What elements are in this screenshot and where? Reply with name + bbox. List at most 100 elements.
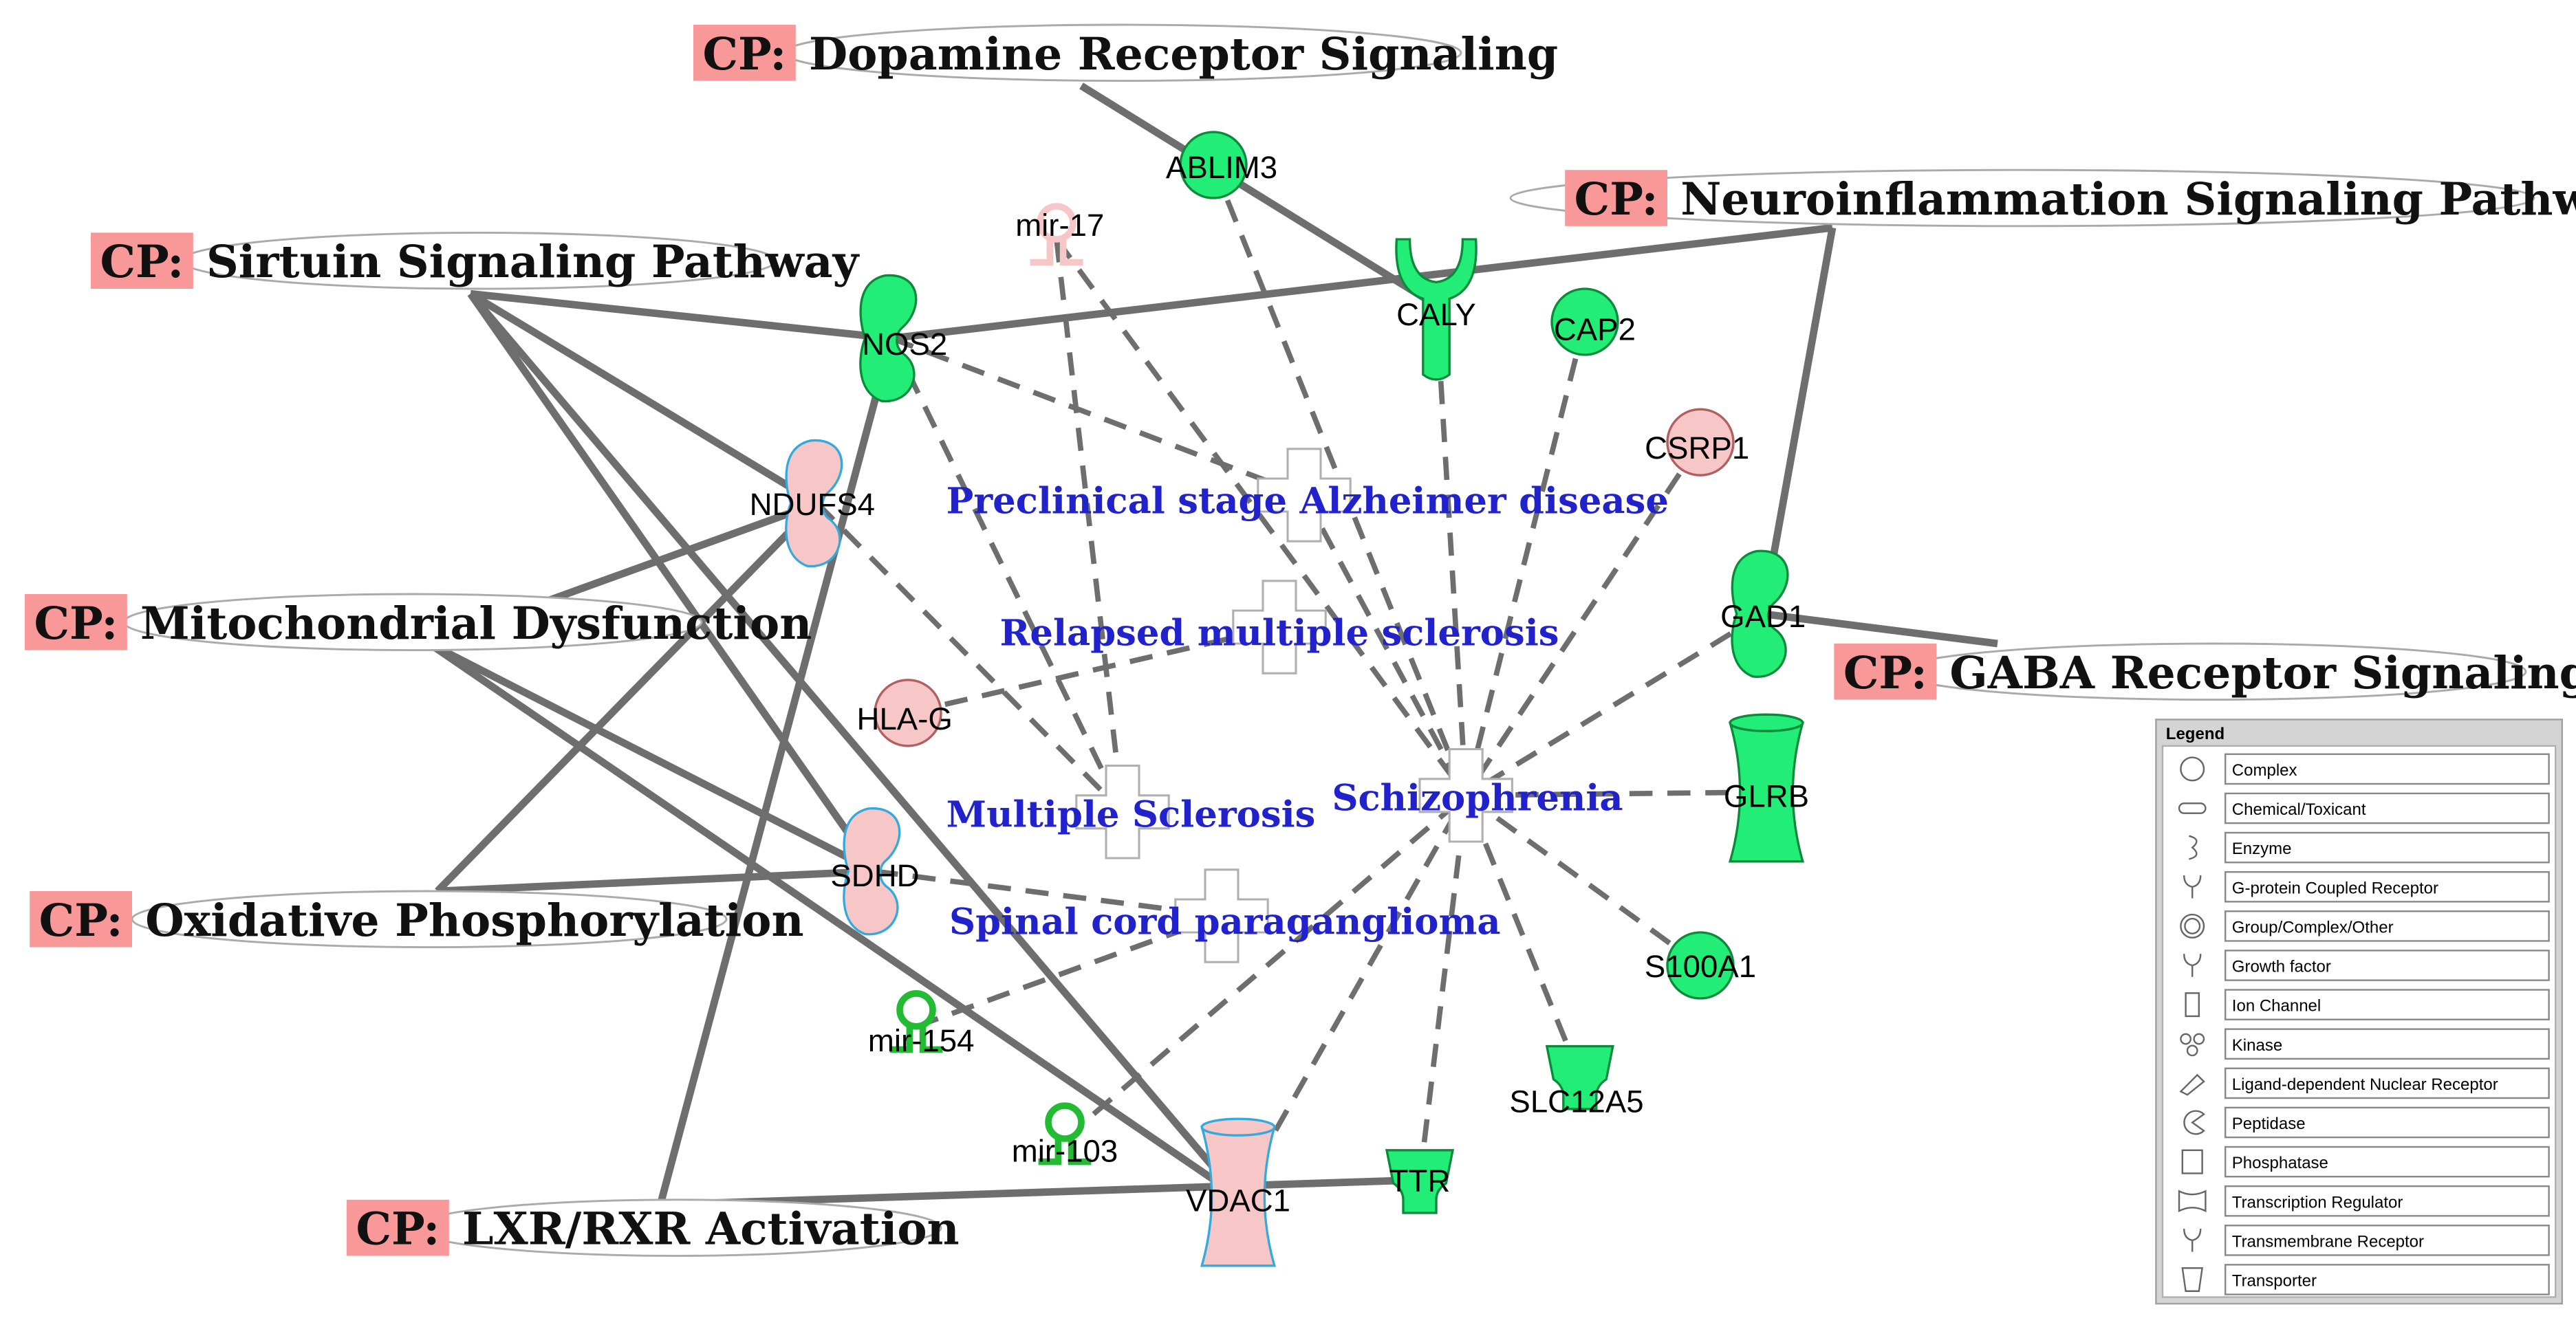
gene-glrb[interactable]: GLRB xyxy=(1724,713,1809,863)
dashed-edge-mir17-scz xyxy=(1054,237,1469,798)
legend-title: Legend xyxy=(2166,725,2225,743)
gene-s100a1[interactable]: S100A1 xyxy=(1645,931,1756,1000)
legend-item: Ligand-dependent Nuclear Receptor xyxy=(2179,1067,2550,1099)
legend-item-label: Complex xyxy=(2232,761,2297,780)
legend-item-label: Ion Channel xyxy=(2232,997,2321,1016)
transporter-icon xyxy=(1545,1044,1614,1110)
pathway-neuroinflammation[interactable]: CP:Neuroinflammation Signaling Pathway xyxy=(1509,168,2576,228)
legend-item: Growth factor xyxy=(2183,950,2550,981)
microrna-stem-icon xyxy=(1030,239,1083,266)
dashed-edge-ndufs4-ms xyxy=(815,501,1125,814)
dashed-edge-csrp1-scz xyxy=(1464,441,1703,797)
legend-item: Transcription Regulator xyxy=(2178,1185,2550,1217)
disease-label: Schizophrenia xyxy=(1332,776,1623,819)
pathway-sirtuin[interactable]: CP:Sirtuin Signaling Pathway xyxy=(91,231,861,290)
cp-tag xyxy=(1834,644,1937,700)
legend-item-label: G-protein Coupled Receptor xyxy=(2232,879,2438,897)
pathway-oxphos[interactable]: CP:Oxidative Phosphorylation xyxy=(30,890,804,949)
gene-label: SDHD xyxy=(830,858,919,893)
ion-channel-icon xyxy=(1728,721,1805,863)
cp-tag-label: CP: xyxy=(1574,173,1658,226)
legend-item-box xyxy=(2224,1028,2550,1060)
edge-neuroinflammation-gad1 xyxy=(1759,227,1837,615)
gene-ndufs4[interactable]: NDUFS4 xyxy=(750,439,875,568)
gene-label: VDAC1 xyxy=(1186,1183,1290,1218)
legend-item: Enzyme xyxy=(2189,831,2550,864)
legend-item-label: Growth factor xyxy=(2232,958,2331,976)
legend-item-label: Ligand-dependent Nuclear Receptor xyxy=(2232,1075,2498,1094)
complex-icon xyxy=(1179,131,1248,199)
gene-sdhd[interactable]: SDHD xyxy=(830,807,920,936)
complex-icon xyxy=(1550,287,1619,356)
pathway-gaba[interactable]: CP:GABA Receptor Signaling xyxy=(1834,642,2576,701)
enzyme-icon xyxy=(843,807,901,936)
microrna-loop-icon xyxy=(1037,203,1076,243)
transmembrane-receptor-icon xyxy=(1395,238,1478,381)
legend-item-box xyxy=(2224,1185,2550,1217)
gene-label: GAD1 xyxy=(1720,599,1806,634)
cp-tag xyxy=(25,594,127,650)
microrna-loop-icon xyxy=(896,990,936,1030)
dashed-edge-mir17-ms xyxy=(1054,239,1125,813)
gene-slc12a5[interactable]: SLC12A5 xyxy=(1509,1044,1644,1119)
kinase-icon xyxy=(2180,1033,2205,1057)
dashed-edge-gad1-scz xyxy=(1464,611,1765,798)
cp-tag-label: CP: xyxy=(356,1203,440,1256)
legend-item-box xyxy=(2224,910,2550,942)
gene-mir154[interactable]: mir-154 xyxy=(868,990,975,1058)
gene-gad1[interactable]: GAD1 xyxy=(1720,549,1806,678)
legend-item-box xyxy=(2224,792,2550,824)
legend-item-label: Chemical/Toxicant xyxy=(2232,800,2366,819)
cp-tag-label: CP: xyxy=(39,895,123,947)
disease-rms[interactable]: Relapsed multiple sclerosis xyxy=(999,580,1559,675)
legend-item-label: Enzyme xyxy=(2232,840,2292,858)
gene-caly[interactable]: CALY xyxy=(1395,238,1478,381)
edge-gaba-gad1 xyxy=(1762,610,1998,648)
gene-mir103[interactable]: mir-103 xyxy=(1012,1102,1118,1169)
gene-label: ABLIM3 xyxy=(1166,150,1277,185)
disease-cross-icon xyxy=(1075,765,1170,859)
pathway-lxr[interactable]: CP:LXR/RXR Activation xyxy=(347,1198,960,1257)
gene-label: mir-17 xyxy=(1015,208,1104,243)
dashed-edge-hlag-rms xyxy=(907,624,1280,716)
edge-sirtuin-sdhd xyxy=(467,292,878,874)
diseases-layer: Preclinical stage Alzheimer diseaseRelap… xyxy=(946,448,1669,963)
gene-cap2[interactable]: CAP2 xyxy=(1550,287,1636,356)
disease-label: Multiple Sclerosis xyxy=(946,793,1316,835)
cp-tag-label: CP: xyxy=(702,28,786,80)
legend-item-box xyxy=(2224,870,2550,903)
disease-alz[interactable]: Preclinical stage Alzheimer disease xyxy=(946,448,1669,543)
gene-mir17[interactable]: mir-17 xyxy=(1015,203,1104,266)
gene-csrp1[interactable]: CSRP1 xyxy=(1645,408,1749,477)
pathway-mitochondrial[interactable]: CP:Mitochondrial Dysfunction xyxy=(25,593,812,652)
ion-channel-top xyxy=(1729,713,1804,732)
disease-scz[interactable]: Schizophrenia xyxy=(1332,748,1623,843)
ion-channel-icon xyxy=(1200,1126,1277,1267)
enzyme-icon xyxy=(2189,835,2198,860)
gene-ttr[interactable]: TTR xyxy=(1385,1149,1455,1214)
pathway-dopamine[interactable]: CP: Dopamine Receptor Signaling xyxy=(693,23,1558,83)
pathway-label: GABA Receptor Signaling xyxy=(1949,647,2576,699)
cp-tag xyxy=(30,891,133,948)
legend-item: Complex xyxy=(2180,753,2550,785)
edge-sirtuin-ndufs4 xyxy=(468,290,819,507)
gene-nos2[interactable]: NOS2 xyxy=(859,274,947,403)
disease-cross-icon xyxy=(1174,868,1269,963)
gene-hlag[interactable]: HLA-G xyxy=(857,679,953,747)
pathway-label: Dopamine Receptor Signaling xyxy=(809,28,1558,80)
disease-ms[interactable]: Multiple Sclerosis xyxy=(946,765,1316,859)
legend-item-label: Kinase xyxy=(2232,1036,2282,1055)
disease-scp[interactable]: Spinal cord paraganglioma xyxy=(949,868,1501,963)
gene-ablim3[interactable]: ABLIM3 xyxy=(1166,131,1277,199)
disease-cross-icon xyxy=(1418,748,1513,843)
legend-item: Kinase xyxy=(2180,1028,2550,1060)
cp-tag xyxy=(347,1199,449,1256)
edges-layer xyxy=(426,83,1998,1209)
legend-item-label: Phosphatase xyxy=(2232,1154,2328,1172)
gene-vdac1[interactable]: VDAC1 xyxy=(1186,1117,1290,1267)
microrna-stem-icon xyxy=(889,1026,943,1053)
legend-panel: LegendComplexChemical/ToxicantEnzymeG-pr… xyxy=(2155,719,2563,1305)
disease-cross-icon xyxy=(1232,580,1327,675)
legend-item-box xyxy=(2224,1106,2550,1139)
legend-item-box xyxy=(2224,753,2550,785)
